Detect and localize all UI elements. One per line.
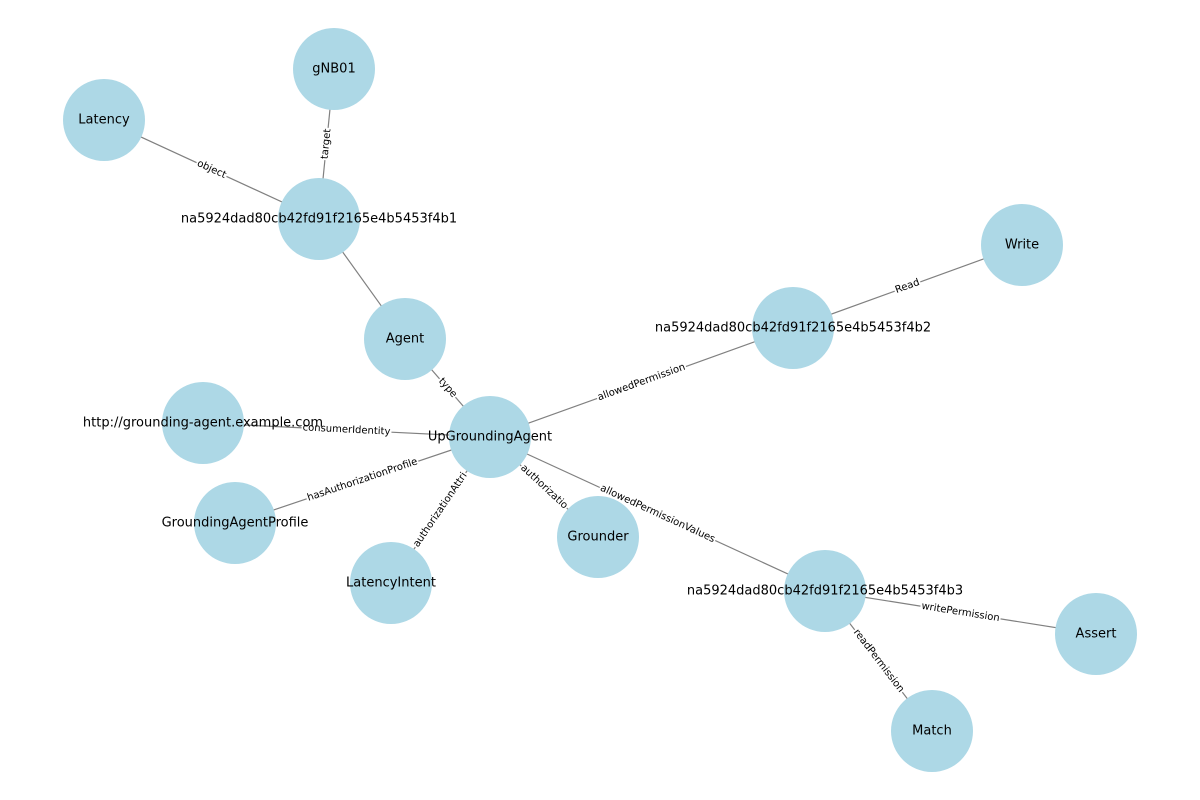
- node-url: [162, 382, 244, 464]
- node-label-latency: Latency: [78, 113, 130, 128]
- node-label-n2: na5924dad80cb42fd91f2165e4b5453f4b2: [655, 321, 931, 336]
- node-n2: [752, 287, 834, 369]
- edge-label-authorizationattri: authorizationAttri: [411, 471, 469, 550]
- edge-label-group: writePermission: [919, 600, 1002, 625]
- edge-label-allowedpermission: allowedPermission: [596, 362, 687, 404]
- node-assert: [1055, 593, 1137, 675]
- node-label-assert: Assert: [1076, 627, 1117, 642]
- edge-label-group: authorizationAttri: [410, 469, 471, 551]
- node-label-gnb01: gNB01: [312, 62, 355, 77]
- edge-label-background: [301, 422, 392, 438]
- nodes-layer: UpGroundingAgent Agent na5924dad80cb42fd91…: [63, 28, 1137, 772]
- node-groundingagentprofile: [194, 482, 276, 564]
- node-write: [981, 204, 1063, 286]
- edge-label-group: authorizatio: [517, 461, 571, 513]
- edge-label-group: hasAuthorizationProfile: [304, 455, 421, 505]
- edge-label-object: object: [195, 158, 228, 181]
- edge-label-target: target: [320, 128, 334, 159]
- node-label-agent: Agent: [386, 332, 424, 347]
- node-latencyintent: [350, 542, 432, 624]
- node-n1: [278, 178, 360, 260]
- edge-label-background: [194, 157, 229, 182]
- edge-label-background: [919, 600, 1002, 625]
- edge-label-group: consumerIdentity: [301, 422, 392, 438]
- edge-label-group: readPermission: [850, 626, 907, 696]
- node-grounder: [557, 496, 639, 578]
- edge-label-consumeridentity: consumerIdentity: [302, 422, 390, 437]
- edge-label-writepermission: writePermission: [921, 601, 1001, 624]
- edge-label-background: [597, 482, 718, 546]
- node-upgroundingagent: [449, 396, 531, 478]
- node-label-url: http://grounding-agent.example.com: [83, 416, 323, 431]
- node-label-grounder: Grounder: [567, 530, 629, 545]
- edge-label-background: [304, 455, 421, 505]
- edge-label-background: [517, 461, 571, 513]
- node-label-n1: na5924dad80cb42fd91f2165e4b5453f4b1: [181, 212, 457, 227]
- node-label-groundingagentprofile: GroundingAgentProfile: [162, 516, 309, 531]
- node-gnb01: [293, 28, 375, 110]
- edge-label-read: Read: [894, 277, 921, 296]
- edge-label-background: [892, 276, 923, 297]
- node-label-latencyintent: LatencyIntent: [346, 576, 436, 591]
- node-n3: [784, 550, 866, 632]
- edges-layer: typetargetobjectconsumerIdentityhasAutho…: [103, 68, 1097, 732]
- edge-label-hasauthorizationprofile: hasAuthorizationProfile: [306, 456, 419, 503]
- edge-label-background: [435, 375, 460, 401]
- edge-label-group: object: [194, 157, 229, 182]
- node-label-write: Write: [1005, 238, 1039, 253]
- node-latency: [63, 79, 145, 161]
- node-label-n3: na5924dad80cb42fd91f2165e4b5453f4b3: [687, 584, 963, 599]
- node-label-match: Match: [912, 724, 952, 739]
- edge-label-readpermission: readPermission: [851, 627, 906, 694]
- edge-label-background: [850, 626, 907, 696]
- node-agent: [364, 298, 446, 380]
- edge-label-group: target: [319, 127, 334, 161]
- edge-label-group: allowedPermission: [595, 361, 688, 404]
- edge-label-background: [319, 127, 334, 161]
- edge-label-background: [410, 469, 471, 551]
- node-label-upgroundingagent: UpGroundingAgent: [428, 430, 552, 445]
- edge-label-background: [595, 361, 688, 404]
- edge-label-group: Read: [892, 276, 923, 297]
- node-match: [891, 690, 973, 772]
